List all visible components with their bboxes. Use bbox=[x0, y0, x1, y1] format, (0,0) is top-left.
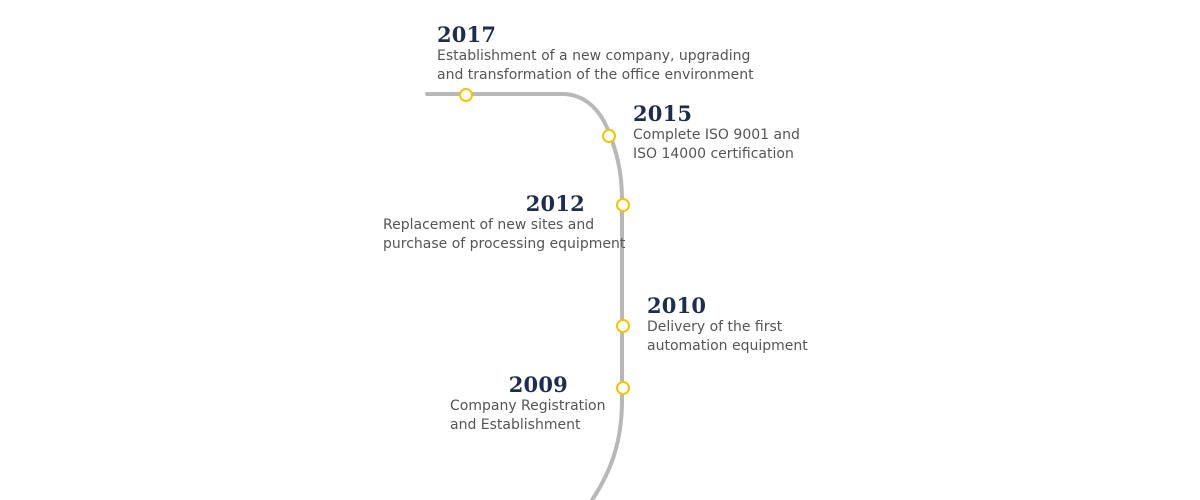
milestone-2015: 2015 Complete ISO 9001 and ISO 14000 cer… bbox=[633, 102, 800, 164]
timeline-node-2009 bbox=[616, 381, 630, 395]
milestone-description-line: ISO 14000 certification bbox=[633, 146, 794, 162]
milestone-2009: 2009 Company Registration and Establishm… bbox=[450, 372, 606, 435]
milestone-description-line: Establishment of a new company, upgradin… bbox=[437, 48, 751, 64]
milestone-2012: 2012 Replacement of new sites and purcha… bbox=[383, 191, 626, 254]
milestone-2017: 2017 Establishment of a new company, upg… bbox=[437, 23, 754, 85]
milestone-year: 2009 bbox=[508, 372, 568, 397]
milestone-year: 2010 bbox=[647, 293, 707, 318]
timeline-node-2015 bbox=[602, 129, 616, 143]
milestone-year: 2012 bbox=[525, 191, 585, 216]
milestone-description-line: and Establishment bbox=[450, 417, 581, 433]
timeline-node-2012 bbox=[616, 198, 630, 212]
milestone-description-line: purchase of processing equipment bbox=[383, 236, 626, 252]
milestone-description-line: and transformation of the office environ… bbox=[437, 67, 754, 83]
milestone-description-line: Delivery of the first bbox=[647, 319, 783, 335]
timeline-node-2010 bbox=[616, 319, 630, 333]
milestone-description-line: Complete ISO 9001 and bbox=[633, 127, 800, 143]
timeline-path bbox=[425, 92, 624, 500]
timeline-node-2017 bbox=[459, 88, 473, 102]
milestone-description-line: automation equipment bbox=[647, 338, 808, 354]
milestone-description-line: Company Registration bbox=[450, 398, 606, 414]
milestone-year: 2015 bbox=[633, 101, 693, 126]
milestone-2010: 2010 Delivery of the first automation eq… bbox=[647, 294, 808, 356]
milestone-year: 2017 bbox=[437, 22, 497, 47]
milestone-description-line: Replacement of new sites and bbox=[383, 217, 595, 233]
